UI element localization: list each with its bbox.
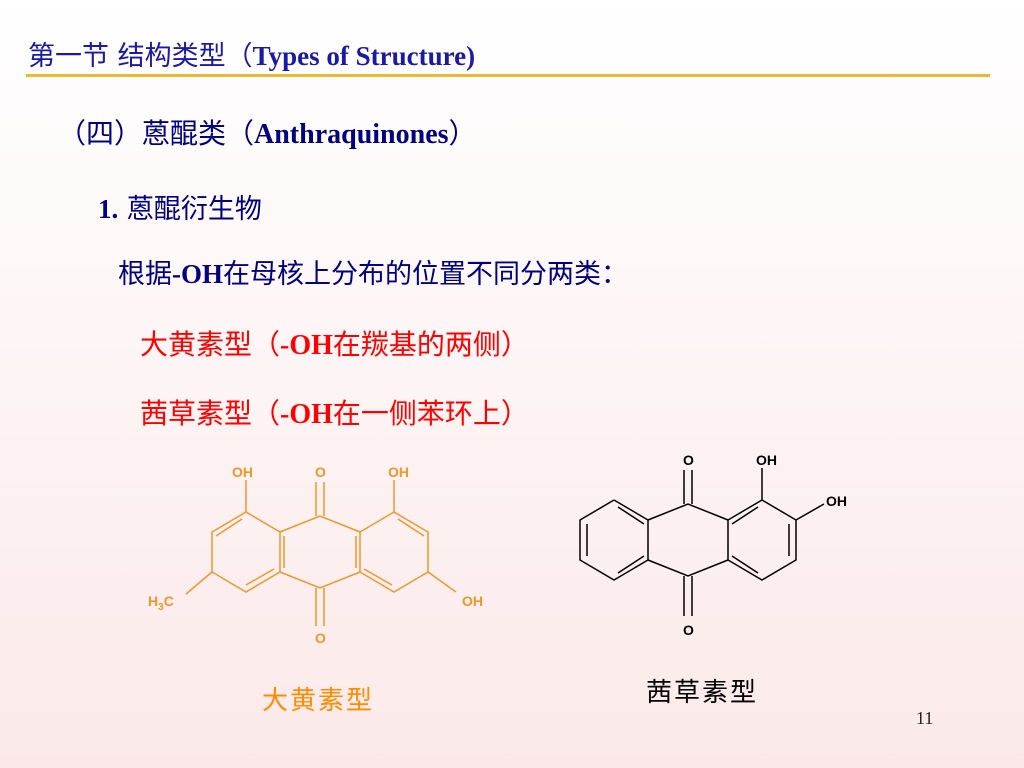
emodin-caption: 大黄素型 xyxy=(262,686,375,716)
alizarin-type-line: 茜草素型（-OH在一侧苯环上） xyxy=(140,392,529,432)
emodin-oh-top-right-label: OH xyxy=(388,464,409,480)
alizarin-type-desc: 在一侧苯环上） xyxy=(332,397,529,430)
alizarin-oh-top-label: OH xyxy=(756,452,777,468)
emodin-bonds xyxy=(185,480,457,626)
section-heading-cn-close: ） xyxy=(448,117,477,150)
subsection-number: 1. xyxy=(98,194,119,224)
alizarin-carbonyl-bottom-label: O xyxy=(683,622,694,638)
emodin-structure-diagram: OH O OH H3C OH O xyxy=(148,464,483,646)
alizarin-structure-diagram: O OH OH O xyxy=(579,452,847,638)
emodin-carbonyl-bottom-label: O xyxy=(315,630,326,646)
subsection-heading: 1. 蒽醌衍生物 xyxy=(98,187,262,226)
alizarin-bonds xyxy=(579,468,825,616)
emodin-oh-top-left-label: OH xyxy=(232,464,253,480)
title-divider xyxy=(26,74,990,77)
emodin-type-desc: 在羰基的两侧） xyxy=(332,328,529,361)
classification-basis: 根据-OH在母核上分布的位置不同分两类： xyxy=(118,252,628,291)
emodin-methyl-c: C xyxy=(164,593,174,609)
emodin-methyl-h: H xyxy=(148,593,158,609)
slide-title-cn: 第一节 结构类型（ xyxy=(28,41,253,72)
emodin-methyl-label: H3C xyxy=(148,593,174,613)
alizarin-carbonyl-top-label: O xyxy=(683,452,694,468)
slide-title: 第一节 结构类型（Types of Structure) xyxy=(28,34,475,73)
section-heading: （四）蒽醌类（Anthraquinones） xyxy=(58,112,477,152)
basis-suffix: 在母核上分布的位置不同分两类： xyxy=(223,259,628,290)
emodin-carbonyl-top-label: O xyxy=(315,464,326,480)
basis-oh: -OH xyxy=(172,259,223,289)
alizarin-type-name: 茜草素型（ xyxy=(140,397,281,430)
emodin-methyl-subscript: 3 xyxy=(158,602,164,613)
alizarin-type-oh: -OH xyxy=(280,399,333,430)
emodin-oh-right-label: OH xyxy=(462,593,483,609)
subsection-title: 蒽醌衍生物 xyxy=(118,194,262,225)
slide-title-en: Types of Structure) xyxy=(252,41,476,71)
section-heading-cn-open: （四）蒽醌类（ xyxy=(58,117,255,150)
page-number: 11 xyxy=(916,708,934,728)
basis-prefix: 根据 xyxy=(118,259,172,290)
emodin-type-oh: -OH xyxy=(280,330,333,361)
emodin-type-line: 大黄素型（-OH在羰基的两侧） xyxy=(140,323,529,363)
alizarin-oh-right-label: OH xyxy=(826,493,847,509)
alizarin-caption: 茜草素型 xyxy=(646,678,759,708)
emodin-type-name: 大黄素型（ xyxy=(140,328,281,361)
section-heading-en: Anthraquinones xyxy=(254,119,449,150)
